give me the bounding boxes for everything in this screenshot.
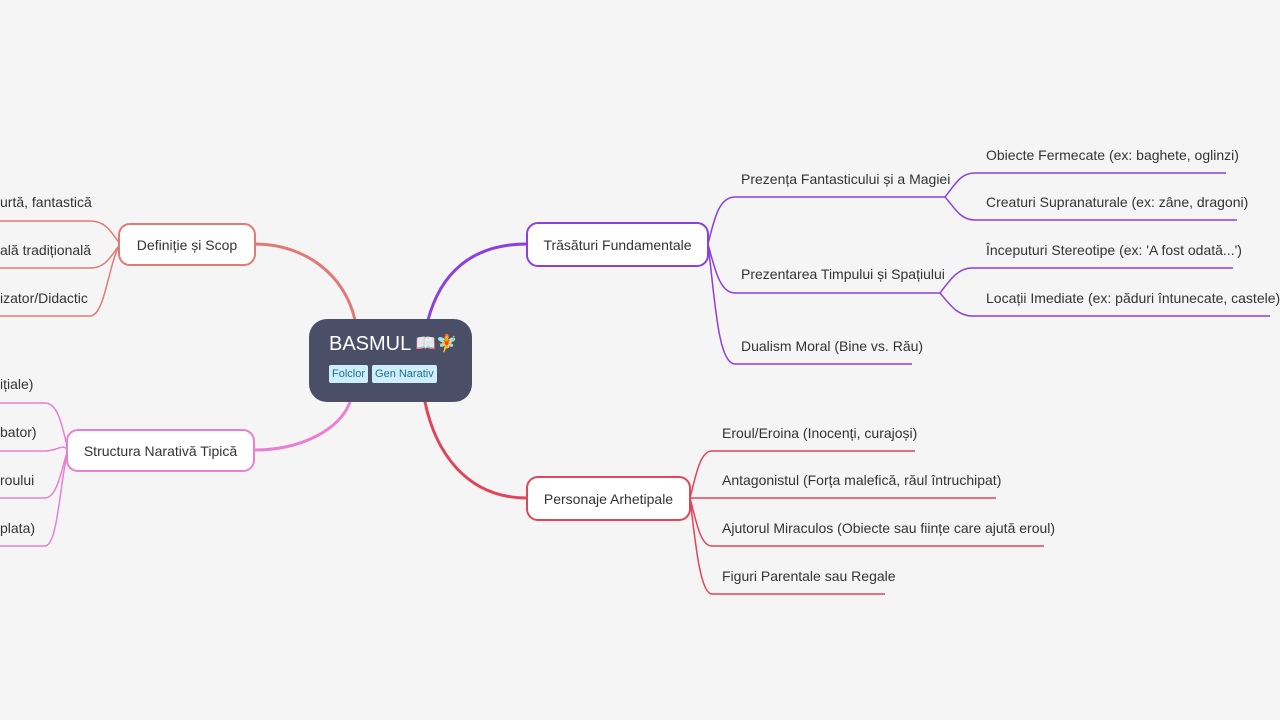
branch-label: Personaje Arhetipale	[543, 490, 674, 507]
branch-definitie-si-scop[interactable]: Definiție și Scop	[118, 223, 256, 266]
root-node[interactable]: BASMUL 📖🧚 Folclor Gen Narativ	[309, 319, 472, 402]
branch-structura-narativa[interactable]: Structura Narativă Tipică	[66, 429, 255, 472]
tag-gen-narativ: Gen Narativ	[372, 365, 437, 383]
structura-leaf-1[interactable]: ițiale)	[0, 376, 34, 392]
root-tags: Folclor Gen Narativ	[329, 365, 472, 383]
structura-leaf-4[interactable]: plata)	[0, 520, 36, 536]
tag-folclor: Folclor	[329, 365, 369, 383]
trasaturi-sub-magie[interactable]: Prezența Fantasticului și a Magiei	[741, 171, 951, 187]
personaje-leaf-ajutor[interactable]: Ajutorul Miraculos (Obiecte sau ființe c…	[722, 520, 1056, 536]
definitie-leaf-1[interactable]: urtă, fantastică	[0, 194, 92, 210]
link-root-definitie	[254, 242, 357, 321]
branch-label: Structura Narativă Tipică	[83, 442, 238, 459]
trasaturi-sub-timp-spatiu[interactable]: Prezentarea Timpului și Spațiului	[741, 266, 945, 282]
definitie-leaf-2[interactable]: ală tradițională	[0, 242, 92, 258]
timp-leaf-locatii[interactable]: Locații Imediate (ex: păduri întunecate,…	[986, 290, 1280, 306]
branch-personaje-arhetipale[interactable]: Personaje Arhetipale	[526, 476, 691, 521]
timp-leaf-inceputuri[interactable]: Începuturi Stereotipe (ex: 'A fost odată…	[986, 242, 1242, 258]
link-root-personaje	[423, 401, 528, 500]
personaje-leaf-erou[interactable]: Eroul/Eroina (Inocenți, curajoși)	[722, 425, 918, 441]
definitie-leaf-3[interactable]: izator/Didactic	[0, 290, 88, 306]
structura-leaf-2[interactable]: bator)	[0, 424, 37, 440]
structura-leaf-3[interactable]: roului	[0, 472, 35, 488]
link-root-trasaturi	[426, 242, 528, 321]
magie-leaf-obiecte[interactable]: Obiecte Fermecate (ex: baghete, oglinzi)	[986, 147, 1239, 163]
link-root-structura	[254, 401, 352, 452]
root-title: BASMUL	[329, 333, 412, 355]
branch-trasaturi-fundamentale[interactable]: Trăsături Fundamentale	[526, 222, 709, 267]
personaje-leaf-figuri[interactable]: Figuri Parentale sau Regale	[722, 568, 896, 584]
root-title-row: BASMUL 📖🧚	[329, 331, 472, 357]
book-fairy-icon: 📖🧚	[415, 334, 458, 353]
magie-leaf-creaturi[interactable]: Creaturi Supranaturale (ex: zâne, dragon…	[986, 194, 1249, 210]
branch-label: Trăsături Fundamentale	[543, 236, 692, 253]
branch-label: Definiție și Scop	[136, 236, 238, 253]
trasaturi-sub-dualism[interactable]: Dualism Moral (Bine vs. Rău)	[741, 338, 924, 354]
personaje-leaf-antagonist[interactable]: Antagonistul (Forța malefică, răul întru…	[722, 472, 1002, 488]
